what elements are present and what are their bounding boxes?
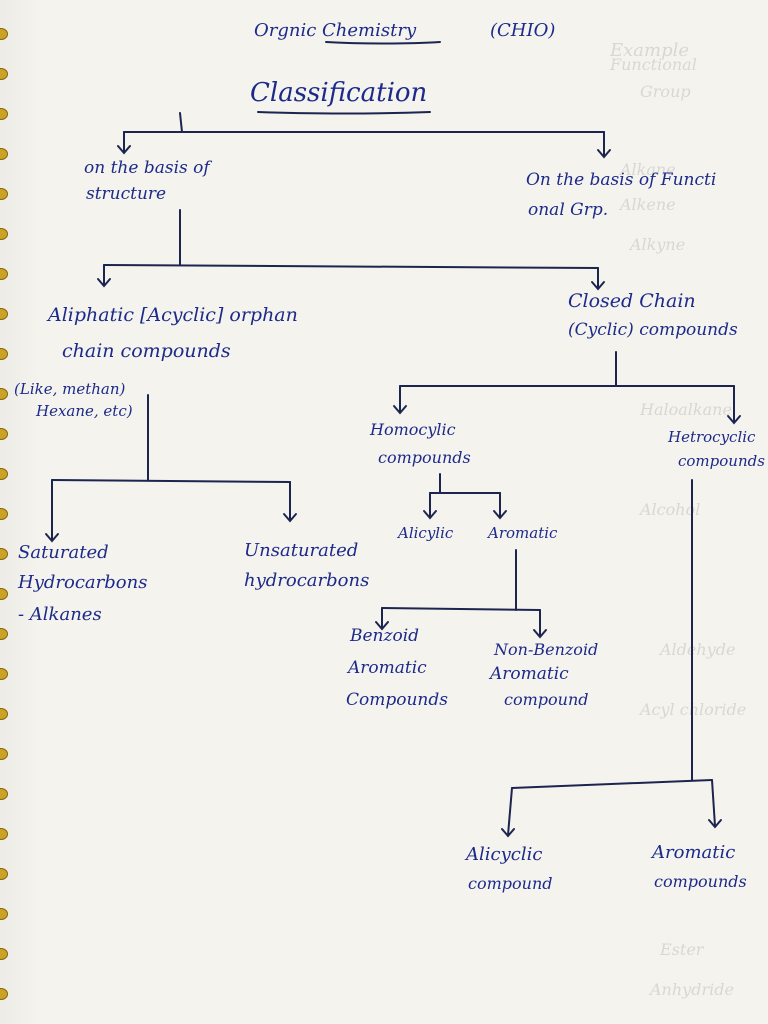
benzoid-line3: Compounds [346,690,448,710]
closed-chain-line1: Closed Chain [568,290,696,312]
non-benzoid-line1: Non-Benzoid [494,640,599,659]
heterocyclic-line2: compounds [678,452,765,470]
alicyclic-compound-line1: Alicyclic [466,844,543,865]
homocyclic-line2: compounds [378,448,471,467]
functional-basis-line1: On the basis of Functi [526,170,717,190]
unsaturated-line1: Unsaturated [244,540,359,561]
closed-chain-line2: (Cyclic) compounds [568,320,738,340]
heterocyclic-line1: Hetrocyclic [668,428,756,446]
saturated-line3: - Alkanes [18,604,102,625]
aliphatic-example-line2: Hexane, etc) [36,402,133,420]
non-benzoid-line2: Aromatic [490,664,569,684]
non-benzoid-line3: compound [504,690,589,709]
structure-basis-line1: on the basis of [84,158,210,178]
aromatic-compounds-line2: compounds [654,872,747,891]
aromatic-label: Aromatic [488,524,558,542]
benzoid-line1: Benzoid [350,626,420,646]
structure-basis-line2: structure [86,184,167,204]
alicylic-label: Alicylic [398,524,454,542]
aliphatic-line1: Aliphatic [Acyclic] orphan [48,304,298,326]
classification-heading: Classification [250,78,428,108]
aliphatic-example-line1: (Like, methan) [14,380,126,398]
unsaturated-line2: hydrocarbons [244,570,370,591]
page-code: (CHIO) [490,20,556,41]
benzoid-line2: Aromatic [348,658,427,678]
aliphatic-line2: chain compounds [62,340,231,362]
saturated-line2: Hydrocarbons [18,572,148,593]
homocyclic-line1: Homocylic [370,420,456,439]
saturated-line1: Saturated [18,542,109,563]
aromatic-compounds-line1: Aromatic [652,842,736,863]
page-title: Orgnic Chemistry [254,20,417,41]
alicyclic-compound-line2: compound [468,874,553,893]
functional-basis-line2: onal Grp. [528,200,609,220]
